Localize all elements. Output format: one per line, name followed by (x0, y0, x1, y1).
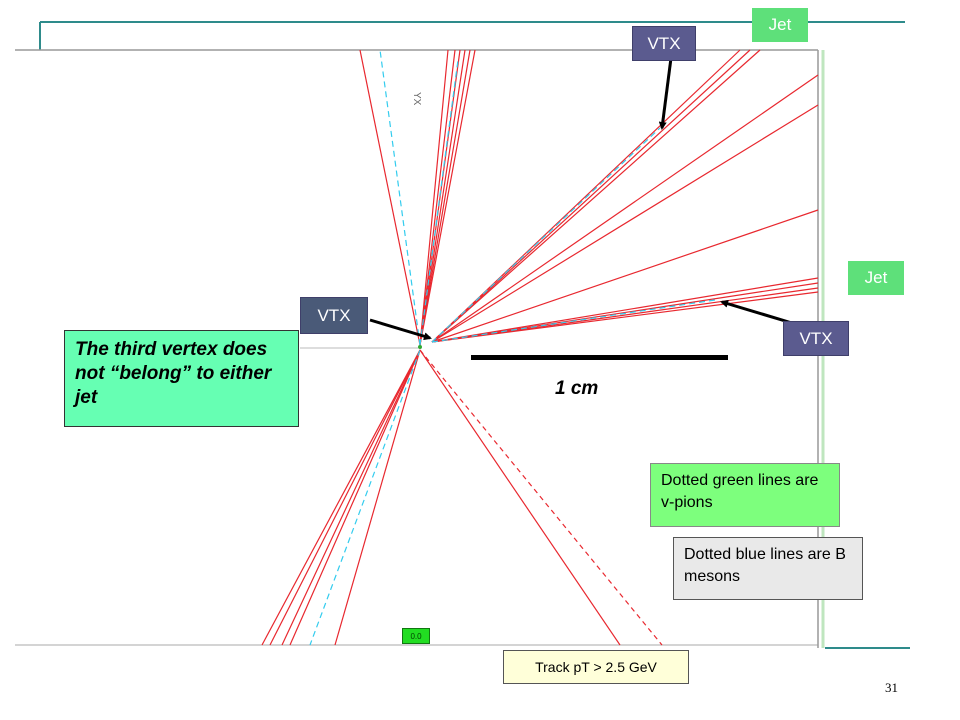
vtx-label-right: VTX (783, 321, 849, 356)
zoom-badge: 0.0 (402, 628, 430, 644)
dotted-blue-note: Dotted blue lines are B mesons (673, 537, 863, 600)
vtx-label-left: VTX (300, 297, 368, 334)
vtx-arrows (369, 57, 793, 341)
jet-label-top: Jet (752, 8, 808, 42)
lower-dashed-tracks (309, 349, 663, 646)
vtx-right-arrow (720, 299, 793, 325)
primary-vertex-marker (418, 345, 422, 349)
scale-label: 1 cm (555, 378, 599, 399)
dotted-green-note: Dotted green lines are v-pions (650, 463, 840, 527)
track-cut-note: Track pT > 2.5 GeV (503, 650, 689, 684)
vtx-left-arrow (369, 318, 432, 341)
upper-jet-tracks (359, 49, 476, 346)
axis-tag: YX (411, 92, 422, 106)
jet-label-right: Jet (848, 261, 904, 295)
third-vertex-note: The third vertex does not “belong” to ei… (64, 330, 299, 427)
right-jet-tracks (431, 49, 819, 343)
page-number: 31 (885, 680, 898, 695)
scale-bar (471, 355, 728, 360)
vtx-top-arrow (658, 57, 673, 130)
right-b-meson-lines (431, 127, 716, 343)
vtx-label-top: VTX (632, 26, 696, 61)
lower-jet-tracks (261, 349, 621, 646)
upper-b-meson-lines (379, 49, 459, 346)
